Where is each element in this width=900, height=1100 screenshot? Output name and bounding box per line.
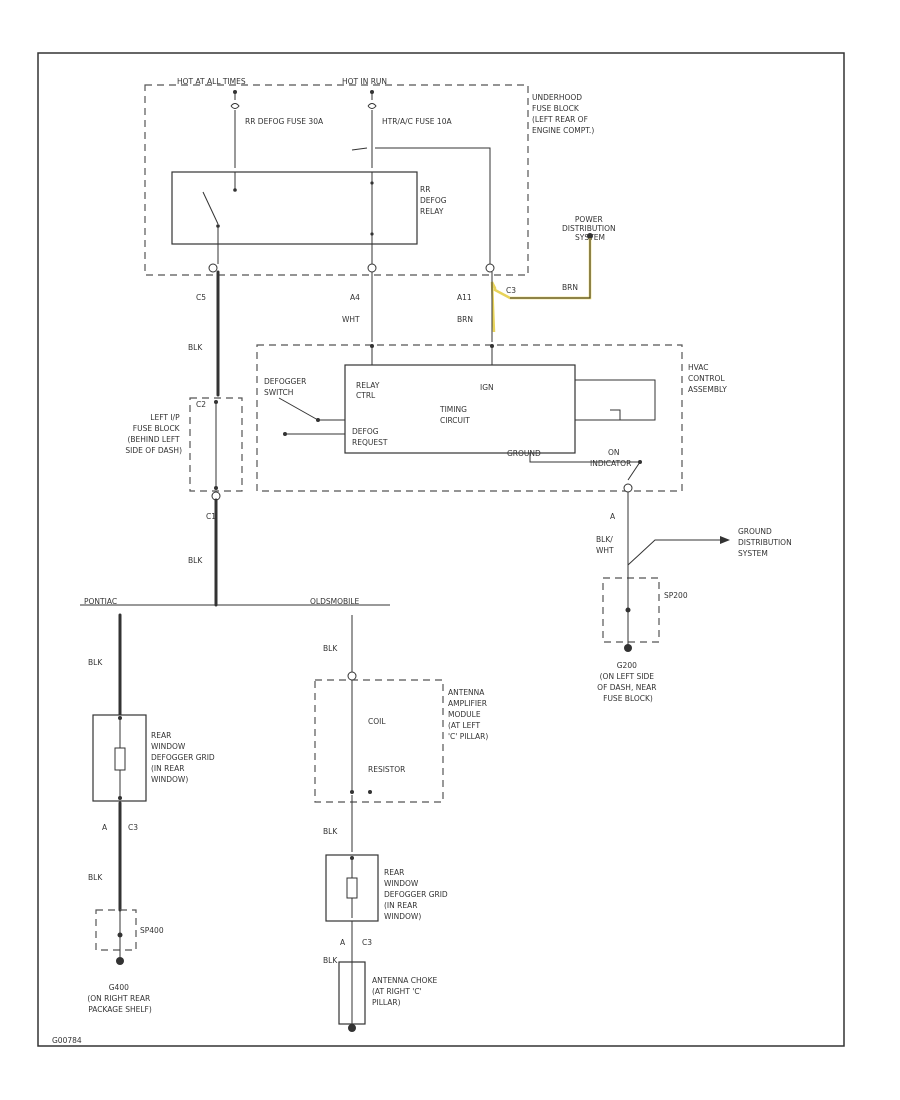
conn-a-c2-label: A (610, 512, 616, 521)
rr-defog-relay-box (171, 171, 418, 245)
left-ip-fuse-block-label: LEFT I/P FUSE BLOCK (BEHIND LEFT SIDE OF… (125, 413, 182, 455)
wire-blk-label-p2: BLK (88, 873, 103, 882)
conn-c2-label: C2 (196, 400, 206, 409)
antenna-choke-label: ANTENNA CHOKE (AT RIGHT 'C' PILLAR) (372, 976, 440, 1007)
conn-c1-label: C1 (206, 512, 216, 521)
g200-ground (624, 644, 632, 652)
antenna-amplifier-outline (314, 679, 444, 803)
conn-c5-label: C5 (196, 293, 206, 302)
timing-circuit-label: TIMING CIRCUIT (439, 405, 470, 425)
wire-blk-label-1: BLK (188, 343, 203, 352)
defogger-switch-label: DEFOGGER SWITCH (264, 377, 309, 397)
rear-defogger-grid-1-label: REAR WINDOW DEFOGGER GRID (IN REAR WINDO… (151, 731, 217, 784)
g400-ground (116, 957, 124, 965)
conn-c3-top-label: C3 (506, 286, 516, 295)
sp400-label: SP400 (140, 926, 164, 935)
underhood-fuse-block-outline (144, 84, 529, 276)
brn-wire-label-2: BRN (457, 315, 473, 324)
conn-a-c3-2-label: A (340, 938, 346, 947)
conn-c5-pin (208, 263, 218, 273)
diagram-frame (37, 52, 845, 1047)
antenna-choke-ground (348, 1024, 356, 1032)
oldsmobile-label: OLDSMOBILE (310, 597, 360, 606)
hvac-fuse: HTR/A/C FUSE 10A (367, 90, 452, 168)
wire-blk-label-o: BLK (323, 644, 338, 653)
conn-a-c3-label: A (102, 823, 108, 832)
wire-blk-label-p: BLK (88, 658, 103, 667)
resistor-label: RESISTOR (368, 765, 405, 774)
sp200-label: SP200 (664, 591, 688, 600)
ground-distribution-label: GROUND DISTRIBUTION SYSTEM (738, 527, 794, 558)
relay-contact-switch (202, 172, 237, 244)
coil-label: COIL (368, 717, 386, 726)
underhood-fuse-block-label: UNDERHOOD FUSE BLOCK (LEFT REAR OF ENGIN… (532, 93, 594, 135)
g200-label: G200 (ON LEFT SIDE OF DASH, NEAR FUSE BL… (597, 661, 659, 703)
relay-coil (351, 147, 491, 268)
wire-blk-wht-label: BLK/ WHT (596, 535, 615, 555)
label-hot-at-all-times: HOT AT ALL TIMES (177, 77, 246, 86)
conn-a11-label: A11 (457, 293, 472, 302)
left-ip-fuse-block-outline (189, 397, 243, 492)
conn-d1-pin (347, 671, 357, 681)
conn-a4-label: A4 (350, 293, 360, 302)
defog-request-label: DEFOG REQUEST (352, 427, 388, 447)
pontiac-label: PONTIAC (84, 597, 117, 606)
sp400-outline (95, 909, 137, 951)
defogger-switch (278, 397, 345, 436)
power-distribution-dot (587, 233, 593, 239)
timing-circuit-box (344, 364, 576, 454)
conn-on-indicator-pin (623, 483, 633, 493)
conn-c3-label: C3 (128, 823, 138, 832)
label-hot-in-run: HOT IN RUN (342, 77, 387, 86)
ground-pin-label: GROUND (507, 449, 541, 458)
ign-label: IGN (480, 383, 494, 392)
rr-defog-fuse-label: RR DEFOG FUSE 30A (245, 117, 324, 126)
on-indicator-label: ON INDICATOR (590, 448, 631, 468)
hvac-control-assembly-outline (256, 344, 683, 492)
rr-defog-relay-label: RR DEFOG RELAY (420, 185, 449, 216)
rr-defog-fuse: RR DEFOG FUSE 30A (230, 90, 324, 168)
figure-id: G00784 (52, 1036, 82, 1045)
rear-defogger-grid-2-label: REAR WINDOW DEFOGGER GRID (IN REAR WINDO… (384, 868, 450, 921)
brn-wire-label-1: BRN (562, 283, 578, 292)
relay-ctrl-label: RELAY CTRL (356, 381, 382, 400)
antenna-amplifier-label: ANTENNA AMPLIFIER MODULE (AT LEFT 'C' PI… (448, 688, 489, 741)
hvac-control-assembly-label: HVAC CONTROL ASSEMBLY (688, 363, 727, 394)
wire-blk-label-o2: BLK (323, 827, 338, 836)
conn-a11-pin (485, 263, 495, 273)
wire-blk-label-2: BLK (188, 556, 203, 565)
conn-a4-pin (367, 263, 377, 273)
hvac-fuse-label: HTR/A/C FUSE 10A (382, 117, 452, 126)
wire-wht-label: WHT (342, 315, 360, 324)
conn-c3-2-label: C3 (362, 938, 372, 947)
wire-blk-label-o3: BLK (323, 956, 338, 965)
g400-label: G400 (ON RIGHT REAR PACKAGE SHELF) (87, 983, 152, 1014)
sp200-outline (602, 577, 660, 643)
